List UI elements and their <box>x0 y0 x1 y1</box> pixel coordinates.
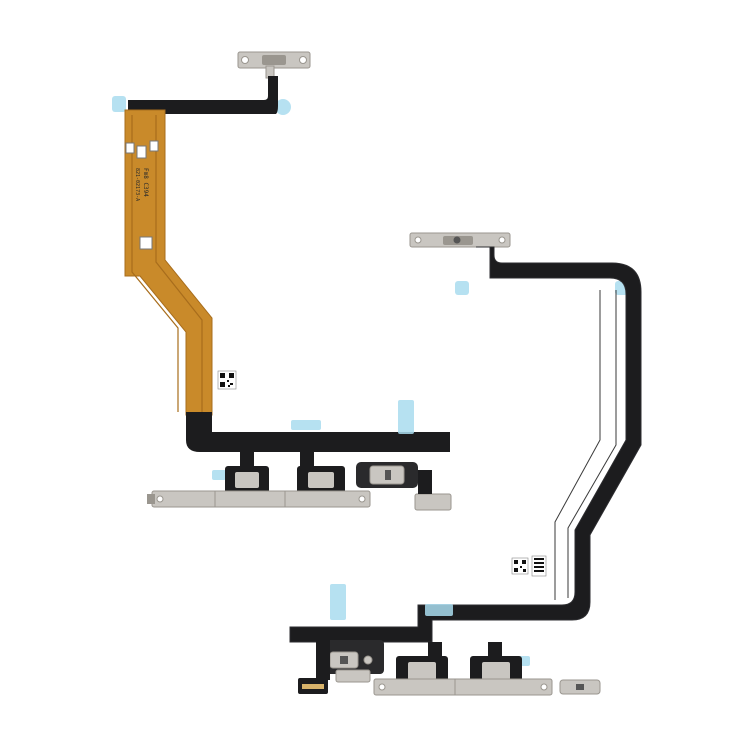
flex-strip <box>128 76 278 114</box>
adhesive-tab <box>112 96 126 112</box>
adhesive-tab <box>330 584 346 620</box>
adhesive-tab <box>275 99 291 115</box>
cable-a-top-bracket <box>237 51 311 79</box>
adhesive-tab <box>398 400 414 434</box>
cable-a-switch-module <box>356 462 452 511</box>
qr-code-icon <box>217 370 237 390</box>
cable-a-button-frames <box>225 466 345 494</box>
cable-a-components <box>125 140 159 250</box>
cable-a: Fm8 C394 821-02173-A <box>112 51 452 511</box>
adhesive-tab <box>455 281 469 295</box>
cable-a-code-line1: Fm8 C394 <box>142 168 149 197</box>
qr-code-icon <box>511 557 529 575</box>
cable-b-small-component <box>559 679 601 695</box>
adhesive-tab <box>425 604 453 616</box>
cable-b <box>289 232 642 696</box>
flex-strip <box>186 412 450 452</box>
adhesive-tab <box>291 420 321 430</box>
cable-a-bottom-bracket <box>147 490 371 508</box>
cable-b-bottom-bracket <box>373 678 553 696</box>
cable-b-switch-module <box>298 640 384 694</box>
cable-a-code-line2: 821-02173-A <box>134 168 140 201</box>
adhesive-tab <box>212 470 226 480</box>
qr-code-icon <box>531 555 547 577</box>
cable-b-top-bracket <box>409 232 511 248</box>
flex-strip <box>289 246 642 643</box>
